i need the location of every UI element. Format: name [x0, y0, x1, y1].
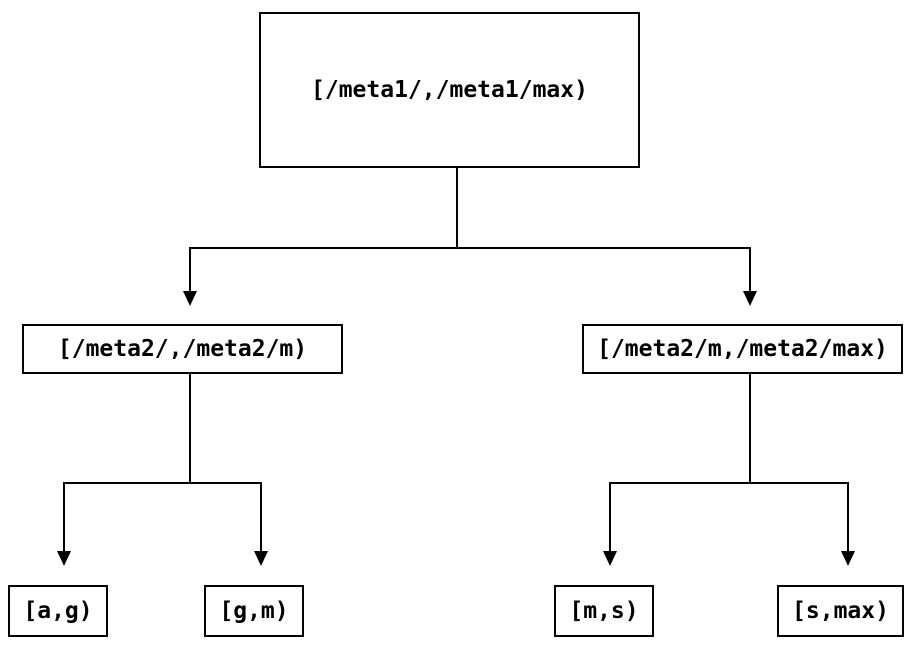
node-label: [a,g): [23, 597, 93, 624]
node-meta2-low-range: [/meta2/,/meta2/m): [22, 324, 343, 374]
node-label: [s,max): [792, 597, 889, 624]
node-label: [g,m): [219, 597, 289, 624]
arrowhead-to-leaf-gm: [254, 551, 268, 566]
node-label: [/meta2/,/meta2/m): [57, 335, 308, 362]
node-meta2-high-range: [/meta2/m,/meta2/max): [582, 324, 903, 374]
edge-left-split: [63, 482, 262, 552]
arrowhead-to-leaf-ms: [603, 551, 617, 566]
node-leaf-a-g: [a,g): [8, 585, 108, 637]
node-label: [/meta1/,/meta1/max): [311, 76, 588, 103]
node-leaf-g-m: [g,m): [204, 585, 304, 637]
edge-right-split: [609, 482, 849, 552]
node-label: [/meta2/m,/meta2/max): [597, 335, 888, 362]
node-leaf-s-max: [s,max): [777, 585, 904, 637]
node-meta1-range: [/meta1/,/meta1/max): [259, 12, 640, 168]
arrowhead-to-leaf-smax: [841, 551, 855, 566]
arrowhead-to-leaf-ag: [57, 551, 71, 566]
edge-level1-split: [189, 247, 751, 292]
node-label: [m,s): [569, 597, 639, 624]
arrowhead-to-meta2-high: [743, 291, 757, 306]
arrowhead-to-meta2-low: [183, 291, 197, 306]
node-leaf-m-s: [m,s): [554, 585, 654, 637]
